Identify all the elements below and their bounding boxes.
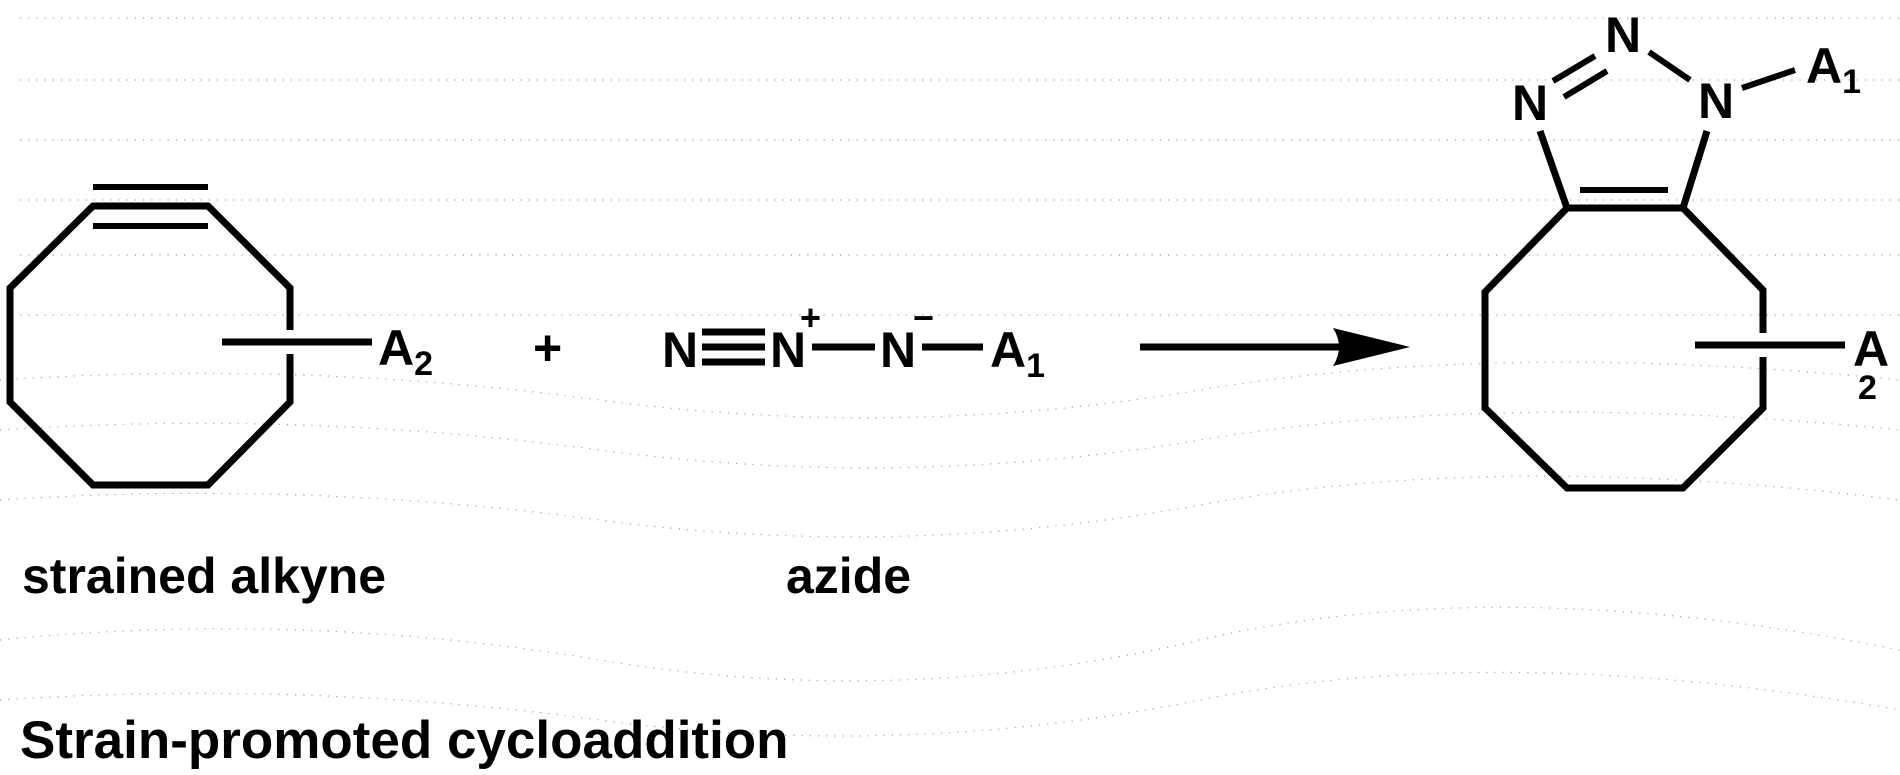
substituent-a2-label: A2 — [378, 320, 433, 383]
product-bond-a1 — [1741, 67, 1796, 91]
positive-charge: + — [800, 297, 821, 338]
product-substituent-a2-subscript: 2 — [1858, 369, 1877, 407]
triazole-bond-c-n-right — [1679, 129, 1711, 210]
product-n-top: N — [1605, 7, 1641, 63]
triazole-product-structure: N N N A1 A 2 — [1481, 7, 1889, 492]
triazole-double-bond-a — [1551, 53, 1597, 84]
label-azide: azide — [786, 548, 911, 604]
label-strained-alkyne: strained alkyne — [22, 548, 386, 604]
strained-alkyne-structure: A2 — [6, 184, 433, 489]
figure-caption: Strain-promoted cycloaddition — [20, 711, 789, 770]
azide-structure: N N + N − A1 — [662, 297, 1045, 385]
background-texture — [0, 17, 1900, 737]
product-n-left: N — [1512, 75, 1548, 131]
plus-sign: + — [533, 320, 562, 376]
product-substituent-a2: A — [1853, 321, 1889, 377]
azide-n1: N — [662, 322, 698, 378]
product-n-right: N — [1698, 73, 1734, 129]
azide-n3: N — [880, 322, 916, 378]
triazole-bond-c-n-left — [1536, 129, 1571, 210]
negative-charge: − — [913, 297, 934, 338]
reaction-arrow-icon — [1140, 328, 1410, 366]
azide-n2: N — [770, 322, 806, 378]
cyclooctyne-ring — [6, 202, 294, 489]
substituent-a1-label: A1 — [990, 322, 1045, 385]
cyclooctene-ring — [1481, 204, 1767, 492]
triazole-bond-n-n — [1647, 49, 1692, 83]
triazole-double-bond-b — [1562, 68, 1609, 100]
product-substituent-a1: A1 — [1806, 38, 1861, 101]
